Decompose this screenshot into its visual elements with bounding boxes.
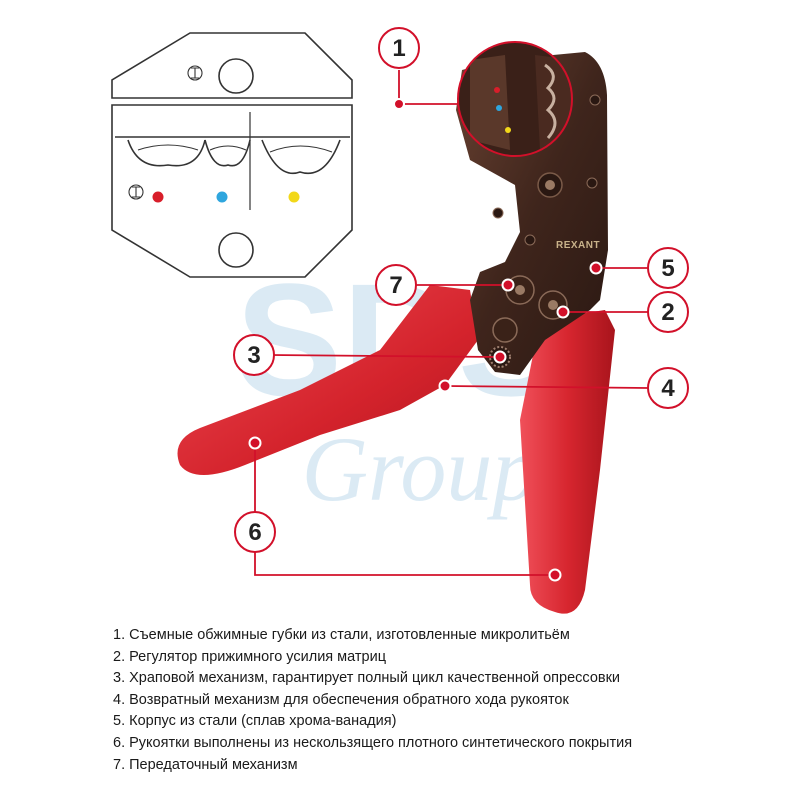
red-marker: [152, 191, 164, 203]
callout-6-label: 6: [248, 519, 261, 546]
legend-item: 4. Возвратный механизм для обеспечения о…: [113, 691, 569, 708]
callout-1: 1: [378, 27, 420, 69]
legend-item: 5. Корпус из стали (сплав хрома-ванадия): [113, 713, 397, 730]
callout-leaders: [254, 70, 649, 576]
watermark-sub: Group: [302, 418, 539, 520]
die-plate-drawing: [111, 32, 353, 278]
callout-1-label: 1: [392, 35, 405, 62]
callout-7: 7: [375, 264, 417, 306]
callout-targets: [248, 98, 603, 582]
brand-label: REXANT: [556, 240, 600, 251]
legend-item: 1. Съемные обжимные губки из стали, изго…: [113, 627, 570, 643]
legend-item: 2. Регулятор прижимного усилия матриц: [113, 648, 387, 665]
body-details: REXANT: [489, 94, 601, 368]
legend-item: 7. Передаточный механизм: [113, 756, 298, 773]
right-handle: [520, 310, 615, 614]
left-handle: [177, 285, 478, 475]
blue-marker: [216, 191, 228, 203]
callout-7-label: 7: [389, 272, 402, 299]
callout-5: 5: [647, 247, 689, 289]
callout-2: 2: [647, 291, 689, 333]
yellow-marker: [288, 191, 300, 203]
callout-5-label: 5: [661, 255, 674, 282]
callout-6: 6: [234, 511, 276, 553]
callout-3-label: 3: [247, 342, 260, 369]
callout-4: 4: [647, 367, 689, 409]
legend-item: 3. Храповой механизм, гарантирует полный…: [113, 670, 621, 687]
legend-list: 1. Съемные обжимные губки из стали, изго…: [113, 625, 733, 776]
zoom-ring: [457, 41, 573, 157]
callout-2-label: 2: [661, 299, 674, 326]
legend-item: 6. Рукоятки выполнены из нескользящего п…: [113, 734, 633, 751]
callout-4-label: 4: [661, 375, 675, 402]
callout-3: 3: [233, 334, 275, 376]
